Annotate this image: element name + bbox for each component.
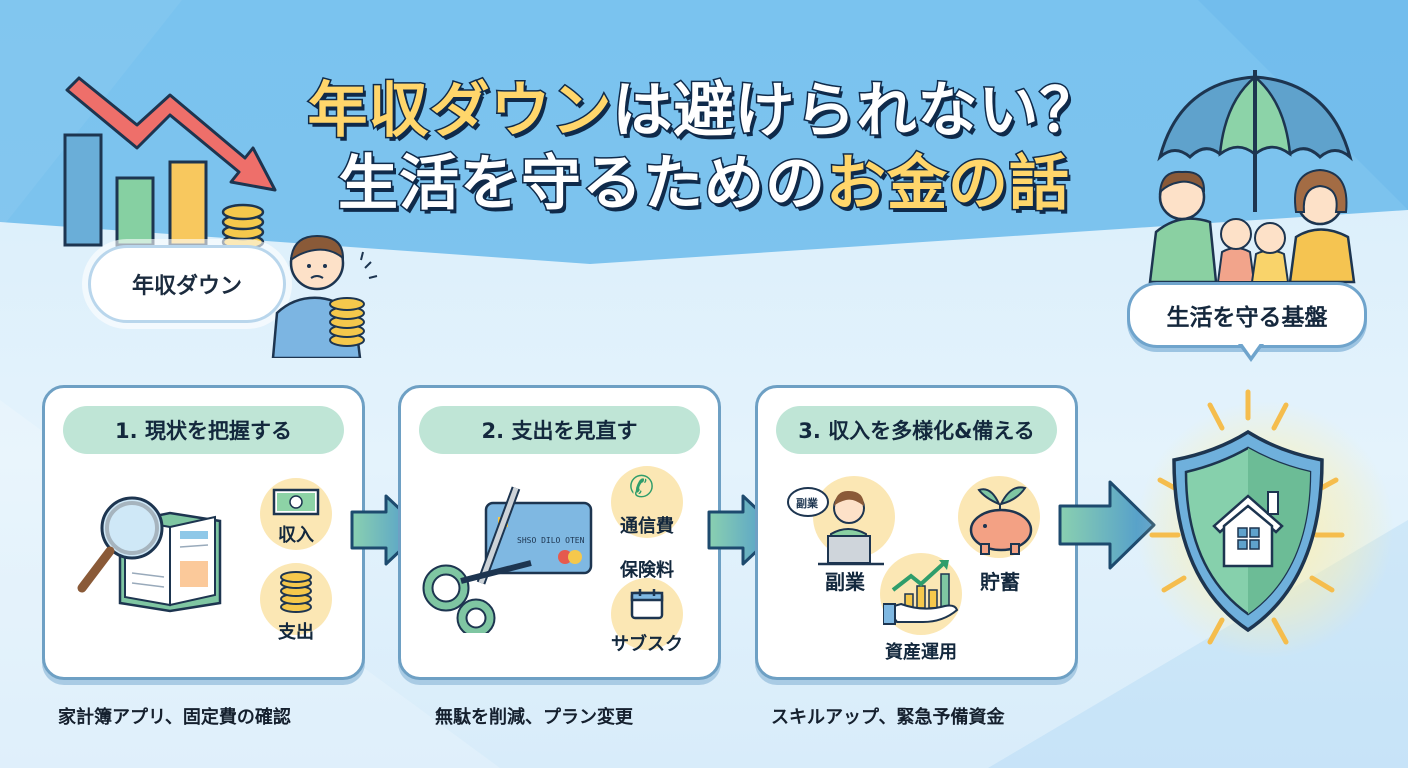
- declining-chart-icon: [63, 76, 277, 251]
- item-label: 通信費: [620, 516, 674, 537]
- shield-house-icon: [1149, 389, 1345, 645]
- item-label: 副業: [825, 570, 865, 594]
- title-highlight: お金の話: [825, 148, 1071, 221]
- step-card-2: 2. 支出を見直す SHSO DILO OTEN ✆ 通信費 保険料 サブスク: [398, 385, 721, 680]
- item-label: 収入: [278, 525, 314, 546]
- banknote-icon: [272, 488, 320, 516]
- svg-text:SHSO DILO OTEN: SHSO DILO OTEN: [517, 536, 585, 545]
- phone-icon: ✆: [629, 470, 655, 505]
- item-label: 資産運用: [885, 642, 957, 663]
- svg-text:副業: 副業: [796, 496, 819, 510]
- calendar-icon: [630, 589, 664, 620]
- piggy-bank-icon: [969, 486, 1033, 555]
- worried-person-icon: [271, 234, 378, 358]
- family-umbrella-icon: [1148, 70, 1356, 284]
- item-label: サブスク: [611, 634, 683, 655]
- magnifier-ledger-icon: [77, 496, 222, 613]
- coin-stack-icon: [221, 203, 265, 251]
- scissors-credit-card-icon: SHSO DILO OTEN: [422, 486, 593, 633]
- speech-bubble-label: 生活を守る基盤: [1127, 282, 1367, 348]
- cloud-label: 年収ダウン: [88, 245, 286, 323]
- step-caption: 無駄を削減、プラン変更: [435, 707, 633, 728]
- item-label: 貯蓄: [980, 570, 1020, 594]
- step-card-3: 3. 収入を多様化&備える 副業 副業 貯蓄 資産運用: [755, 385, 1078, 680]
- step-caption: 家計簿アプリ、固定費の確認: [58, 707, 291, 728]
- page-title-line-1: 年収ダウンは避けられない？: [306, 75, 1101, 148]
- step-title: 1. 現状を把握する: [63, 406, 344, 454]
- item-label: 支出: [278, 622, 314, 643]
- item-label: 保険料: [620, 560, 674, 581]
- title-highlight: 年収ダウン: [306, 75, 613, 148]
- arrow-right-icon: [1058, 480, 1156, 570]
- page-title-line-2: 生活を守るためのお金の話: [337, 148, 1071, 221]
- coin-stack-icon: [280, 571, 312, 613]
- laptop-worker-icon: 副業: [787, 487, 884, 566]
- phone-icon-circle: [611, 466, 683, 538]
- step-caption: スキルアップ、緊急予備資金: [771, 707, 1005, 728]
- growth-chart-hand-icon: [883, 560, 959, 625]
- step-title: 3. 収入を多様化&備える: [776, 406, 1057, 454]
- step-card-1: 1. 現状を把握する 収入 支出: [42, 385, 365, 680]
- step-title: 2. 支出を見直す: [419, 406, 700, 454]
